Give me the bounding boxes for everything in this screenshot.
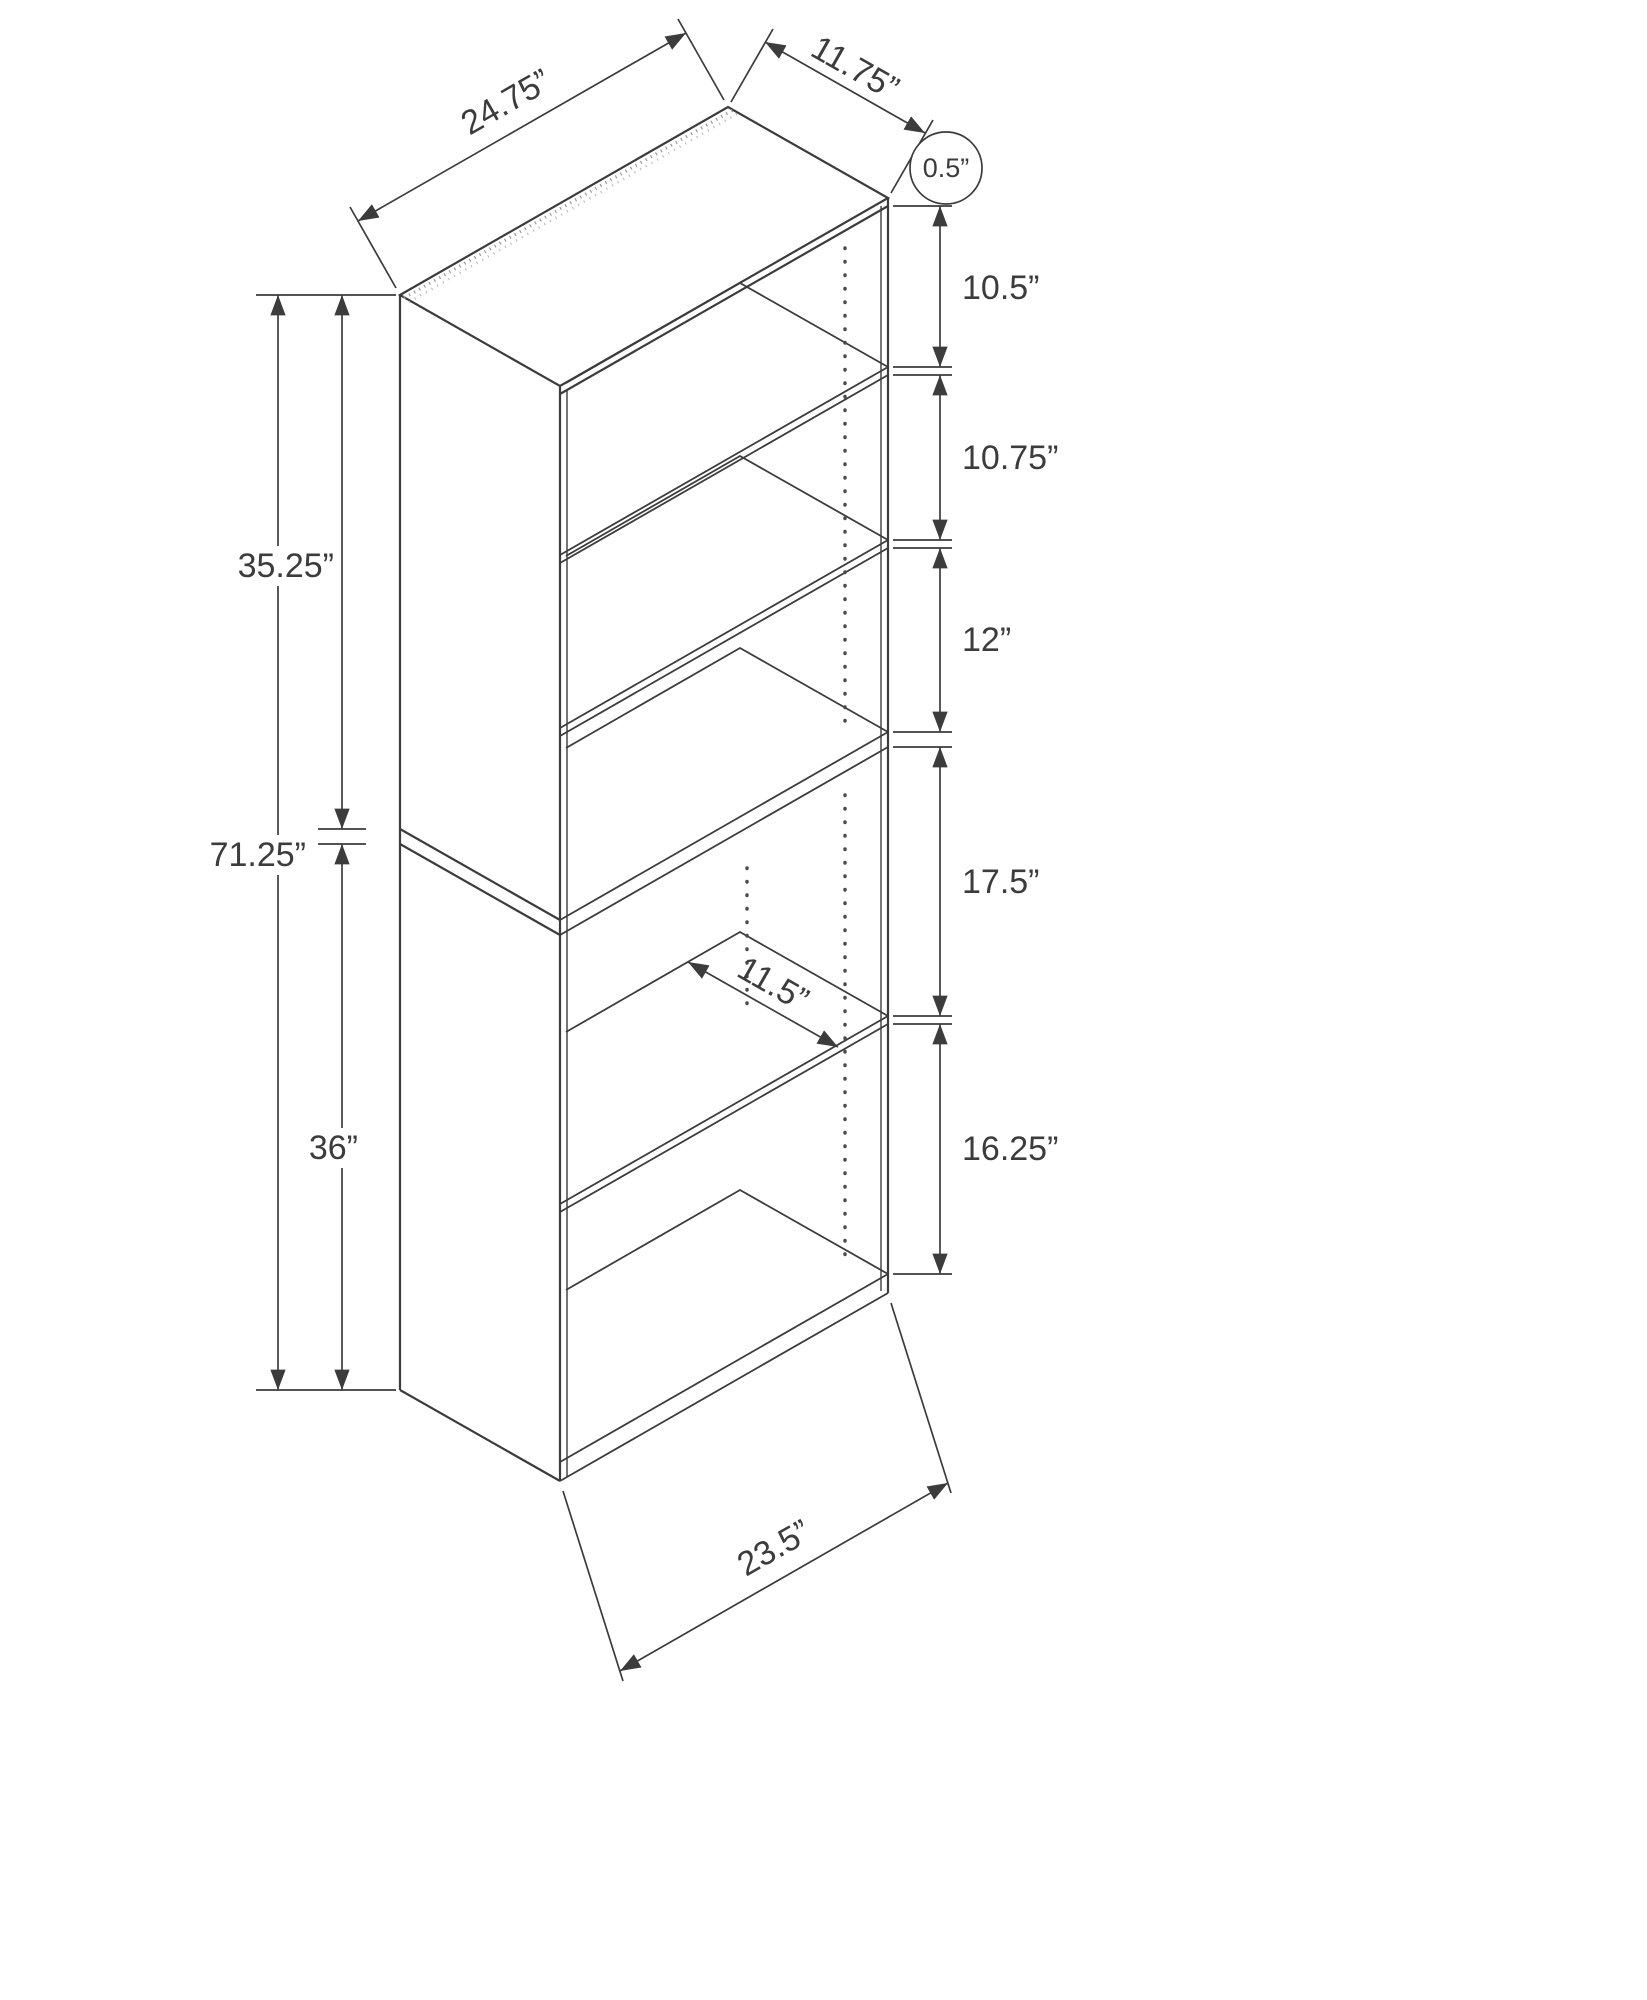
opening-second-label: 10.75” — [962, 439, 1058, 477]
dimension-annotations: 24.75” 11.75” 0.5” 10.5” 10.75” 12” 17.5… — [186, 18, 1058, 1682]
shelf-4 — [559, 930, 889, 1213]
opening-fourth-label: 17.5” — [962, 863, 1040, 901]
upper-section-label-backing — [218, 546, 338, 586]
opening-top-label: 10.5” — [962, 269, 1040, 307]
dim-base-width-arrow — [619, 1482, 949, 1672]
shelf-2 — [559, 454, 889, 737]
lower-section-label-backing — [290, 1128, 364, 1168]
cabinet-outline — [397, 105, 891, 1482]
pin-hole-dots — [745, 246, 847, 1264]
overall-height-label-backing — [186, 835, 310, 875]
dim-base-width-extensions — [562, 1302, 952, 1682]
edge-texture — [403, 108, 738, 304]
shelf-depth-label: 11.5” — [731, 949, 815, 1019]
dim-heights-extensions — [256, 294, 396, 1391]
dim-shelf-depth-arrow — [687, 961, 839, 1048]
panel-thickness-callout-circle — [909, 131, 983, 205]
panel-inner-edges — [566, 206, 882, 1477]
edge-texture-stipple-2 — [408, 112, 738, 304]
dim-openings-extensions — [893, 205, 952, 1275]
dim-panel-thickness: 0.5” — [909, 131, 983, 205]
shelf-middle-divider — [559, 646, 889, 936]
overall-height-label: 71.25” — [210, 836, 306, 874]
overall-width-label: 24.75” — [455, 62, 558, 143]
dim-base-width: 23.5” — [562, 1302, 952, 1682]
opening-third-label: 12” — [962, 621, 1011, 659]
panel-thickness-label: 0.5” — [923, 153, 970, 183]
dim-overall-width: 24.75” — [349, 18, 725, 289]
upper-section-height-label: 35.25” — [238, 547, 334, 585]
edge-texture-stipple-1 — [403, 108, 734, 300]
dim-overall-depth-arrow — [764, 41, 926, 134]
shelf-bottom — [559, 1188, 889, 1482]
dim-openings-chain: 10.5” 10.75” 12” 17.5” 16.25” — [893, 205, 1058, 1275]
dim-overall-width-extensions — [349, 18, 725, 289]
overall-depth-label: 11.75” — [805, 29, 905, 108]
shelf-1 — [559, 281, 889, 564]
base-width-label: 23.5” — [731, 1513, 817, 1584]
dim-heights-chain: 35.25” 36” 71.25” — [186, 294, 396, 1391]
lower-section-height-label: 36” — [309, 1129, 358, 1167]
dim-overall-depth: 11.75” — [730, 29, 934, 194]
bookcase-drawing — [397, 105, 891, 1482]
opening-bottom-label: 16.25” — [962, 1130, 1058, 1168]
dim-shelf-depth: 11.5” — [687, 949, 839, 1048]
dim-overall-width-arrow — [357, 32, 687, 222]
